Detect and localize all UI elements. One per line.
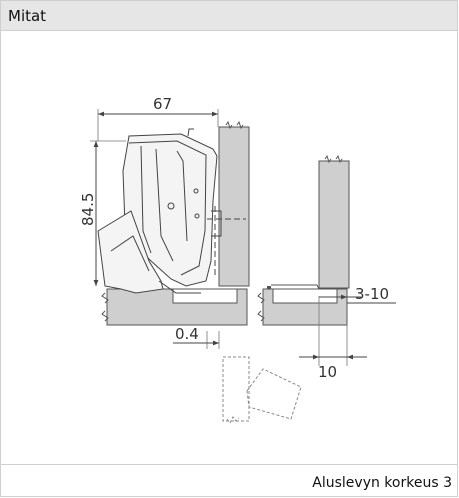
dimension-overlay-label: 3-10 [355, 285, 389, 303]
dimension-gap-label: 0.4 [175, 325, 199, 343]
dimension-distance-label: 10 [318, 363, 337, 381]
dimension-height-marker [90, 140, 126, 286]
dimension-width-marker [97, 109, 219, 141]
mounting-plate-height-text: Aluslevyn korkeus 3 [312, 475, 452, 491]
right-side-panel [318, 154, 350, 289]
dimension-height-label: 84.5 [79, 193, 97, 226]
panel-header: Mitat [1, 1, 457, 31]
panel-title: Mitat [8, 7, 47, 25]
dimension-overlay-marker [319, 294, 396, 304]
panel-body: 67 84.5 0.4 [1, 31, 457, 464]
dimension-width-label: 67 [153, 95, 172, 113]
hinge-arm [97, 128, 246, 294]
left-door-panel [101, 288, 248, 326]
panel-footer: Aluslevyn korkeus 3 [1, 464, 457, 496]
hinge-dimension-drawing: 67 84.5 0.4 [79, 95, 396, 424]
right-door-panel [257, 284, 348, 326]
open-door-outline [222, 356, 302, 424]
dimension-distance-marker [299, 296, 367, 366]
dimension-gap-marker [173, 331, 220, 349]
left-side-panel [218, 120, 250, 287]
